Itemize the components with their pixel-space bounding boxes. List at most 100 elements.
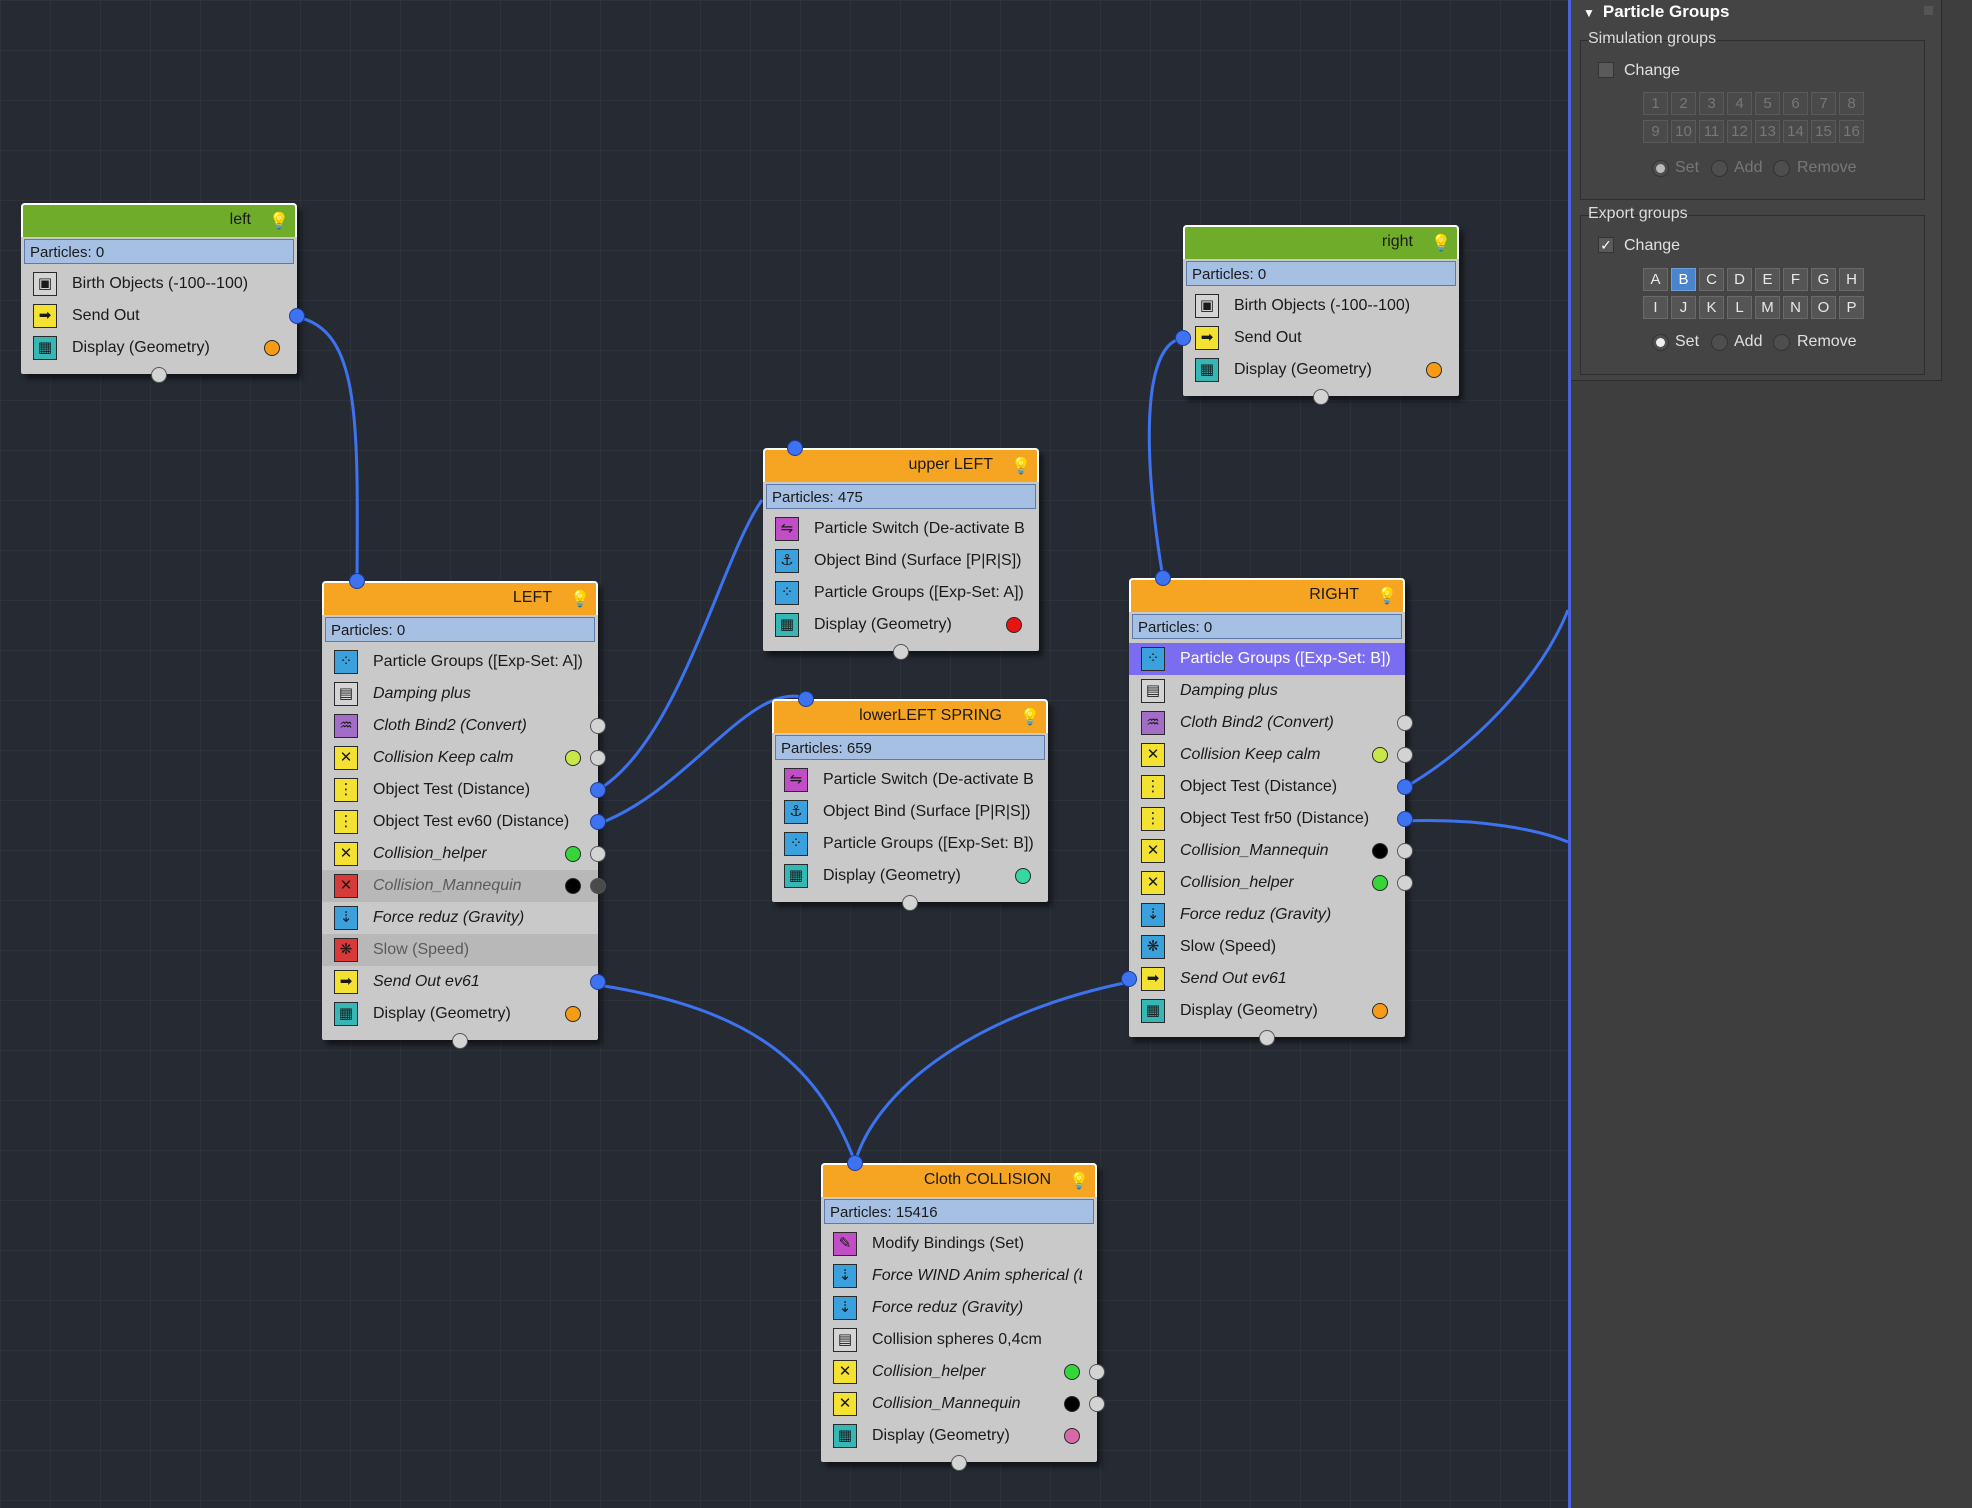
sim-group-4[interactable]: 4 xyxy=(1727,92,1752,115)
event-RIGHT[interactable]: RIGHT 💡 Particles: 0 ⁘ Particle Groups (… xyxy=(1121,570,1413,1046)
input-port[interactable] xyxy=(951,1455,967,1471)
display-color-swatch[interactable] xyxy=(1064,1364,1080,1380)
output-port[interactable] xyxy=(289,308,305,324)
event-header[interactable]: Cloth COLLISION 💡 xyxy=(821,1163,1097,1197)
operator-send-out[interactable]: ➡ Send Out xyxy=(1175,322,1459,354)
input-port[interactable] xyxy=(349,573,365,589)
operator-particle-switch[interactable]: ⇋ Particle Switch (De-activate Bi... xyxy=(772,764,1048,796)
output-port[interactable] xyxy=(590,974,606,990)
export-group-E[interactable]: E xyxy=(1755,268,1780,291)
sim-group-14[interactable]: 14 xyxy=(1783,120,1808,143)
export-group-N[interactable]: N xyxy=(1783,296,1808,319)
input-port[interactable] xyxy=(798,691,814,707)
export-group-I[interactable]: I xyxy=(1643,296,1668,319)
operator-send-out-ev61[interactable]: ➡ Send Out ev61 xyxy=(1121,963,1405,995)
output-port[interactable] xyxy=(590,878,606,894)
input-port[interactable] xyxy=(893,644,909,660)
operator-damping-plus[interactable]: ▤ Damping plus xyxy=(1129,675,1405,707)
sim-group-10[interactable]: 10 xyxy=(1671,120,1696,143)
input-port[interactable] xyxy=(452,1033,468,1049)
operator-slow-speed[interactable]: ❋ Slow (Speed) xyxy=(322,934,598,966)
rollout-header[interactable]: ▼Particle Groups xyxy=(1583,2,1730,22)
export-change-checkbox[interactable]: ✓ xyxy=(1598,237,1614,253)
export-group-O[interactable]: O xyxy=(1811,296,1836,319)
operator-display[interactable]: ▦ Display (Geometry) xyxy=(322,998,598,1030)
export-group-P[interactable]: P xyxy=(1839,296,1864,319)
lightbulb-icon[interactable]: 💡 xyxy=(1377,588,1397,605)
operator-collision-helper[interactable]: ✕ Collision_helper xyxy=(1129,867,1413,899)
operator-collision-keep-calm[interactable]: ✕ Collision Keep calm xyxy=(322,742,606,774)
collapse-triangle-icon[interactable]: ▼ xyxy=(1583,6,1595,20)
display-color-swatch[interactable] xyxy=(565,1006,581,1022)
event-upper-left[interactable]: upper LEFT 💡 Particles: 475 ⇋ Particle S… xyxy=(763,440,1039,660)
export-group-B[interactable]: B xyxy=(1671,268,1696,291)
display-color-swatch[interactable] xyxy=(1015,868,1031,884)
display-color-swatch[interactable] xyxy=(1064,1396,1080,1412)
event-LEFT[interactable]: LEFT 💡 Particles: 0 ⁘ Particle Groups ([… xyxy=(322,573,606,1049)
operator-birth-objects[interactable]: ▣ Birth Objects (-100--100) xyxy=(21,268,297,300)
lightbulb-icon[interactable]: 💡 xyxy=(1020,709,1040,726)
output-port[interactable] xyxy=(590,782,606,798)
lightbulb-icon[interactable]: 💡 xyxy=(269,213,289,230)
operator-force-wind[interactable]: ⇣ Force WIND Anim spherical (t... xyxy=(821,1260,1097,1292)
sim-add-radio[interactable] xyxy=(1711,160,1728,177)
operator-display[interactable]: ▦ Display (Geometry) xyxy=(763,609,1039,641)
sim-group-12[interactable]: 12 xyxy=(1727,120,1752,143)
event-left[interactable]: left 💡 Particles: 0 ▣ Birth Objects (-10… xyxy=(21,203,305,383)
lightbulb-icon[interactable]: 💡 xyxy=(1431,235,1451,252)
export-remove-radio[interactable] xyxy=(1773,334,1790,351)
operator-particle-switch[interactable]: ⇋ Particle Switch (De-activate Bi... xyxy=(763,513,1039,545)
input-port[interactable] xyxy=(1313,389,1329,405)
operator-birth-objects[interactable]: ▣ Birth Objects (-100--100) xyxy=(1183,290,1459,322)
simulation-change-checkbox[interactable] xyxy=(1598,62,1614,78)
display-color-swatch[interactable] xyxy=(1006,617,1022,633)
sim-group-9[interactable]: 9 xyxy=(1643,120,1668,143)
operator-object-bind[interactable]: ⚓ Object Bind (Surface [P|R|S]) xyxy=(763,545,1039,577)
output-port[interactable] xyxy=(1089,1396,1105,1412)
input-port[interactable] xyxy=(1155,570,1171,586)
operator-collision-spheres[interactable]: ▤ Collision spheres 0,4cm xyxy=(821,1324,1097,1356)
sim-group-11[interactable]: 11 xyxy=(1699,120,1724,143)
operator-collision-keep-calm[interactable]: ✕ Collision Keep calm xyxy=(1129,739,1413,771)
operator-send-out-ev61[interactable]: ➡ Send Out ev61 xyxy=(322,966,606,998)
operator-collision-mannequin[interactable]: ✕ Collision_Mannequin xyxy=(1129,835,1413,867)
output-port[interactable] xyxy=(590,846,606,862)
operator-cloth-bind[interactable]: ♒ Cloth Bind2 (Convert) xyxy=(322,710,606,742)
output-port[interactable] xyxy=(1397,715,1413,731)
operator-display[interactable]: ▦ Display (Geometry) xyxy=(821,1420,1097,1452)
sim-group-8[interactable]: 8 xyxy=(1839,92,1864,115)
operator-damping-plus[interactable]: ▤ Damping plus xyxy=(322,678,598,710)
output-port[interactable] xyxy=(1121,971,1137,987)
sim-group-7[interactable]: 7 xyxy=(1811,92,1836,115)
operator-display[interactable]: ▦ Display (Geometry) xyxy=(21,332,297,364)
export-group-D[interactable]: D xyxy=(1727,268,1752,291)
operator-modify-bindings[interactable]: ✎ Modify Bindings (Set) xyxy=(821,1228,1097,1260)
display-color-swatch[interactable] xyxy=(565,750,581,766)
export-set-radio[interactable] xyxy=(1652,334,1669,351)
operator-slow-speed[interactable]: ❋ Slow (Speed) xyxy=(1129,931,1405,963)
event-lower-left-spring[interactable]: lowerLEFT SPRING 💡 Particles: 659 ⇋ Part… xyxy=(772,691,1048,911)
operator-collision-helper[interactable]: ✕ Collision_helper xyxy=(322,838,606,870)
operator-object-test[interactable]: ⋮ Object Test (Distance) xyxy=(1129,771,1413,803)
display-color-swatch[interactable] xyxy=(565,846,581,862)
sim-group-6[interactable]: 6 xyxy=(1783,92,1808,115)
particle-view-canvas[interactable]: left 💡 Particles: 0 ▣ Birth Objects (-10… xyxy=(0,0,1568,1508)
output-port[interactable] xyxy=(1397,779,1413,795)
output-port[interactable] xyxy=(590,814,606,830)
sim-group-13[interactable]: 13 xyxy=(1755,120,1780,143)
export-group-L[interactable]: L xyxy=(1727,296,1752,319)
sim-group-15[interactable]: 15 xyxy=(1811,120,1836,143)
output-port[interactable] xyxy=(1397,875,1413,891)
output-port[interactable] xyxy=(1397,843,1413,859)
operator-send-out[interactable]: ➡ Send Out xyxy=(21,300,305,332)
operator-particle-groups[interactable]: ⁘ Particle Groups ([Exp-Set: A]) xyxy=(322,646,598,678)
output-port[interactable] xyxy=(1397,747,1413,763)
export-add-radio[interactable] xyxy=(1711,334,1728,351)
export-group-H[interactable]: H xyxy=(1839,268,1864,291)
event-header[interactable]: upper LEFT 💡 xyxy=(763,448,1039,482)
operator-force-reduz[interactable]: ⇣ Force reduz (Gravity) xyxy=(322,902,598,934)
operator-particle-groups[interactable]: ⁘ Particle Groups ([Exp-Set: B]) xyxy=(1129,643,1405,675)
display-color-swatch[interactable] xyxy=(264,340,280,356)
display-color-swatch[interactable] xyxy=(1372,1003,1388,1019)
lightbulb-icon[interactable]: 💡 xyxy=(1069,1173,1089,1190)
